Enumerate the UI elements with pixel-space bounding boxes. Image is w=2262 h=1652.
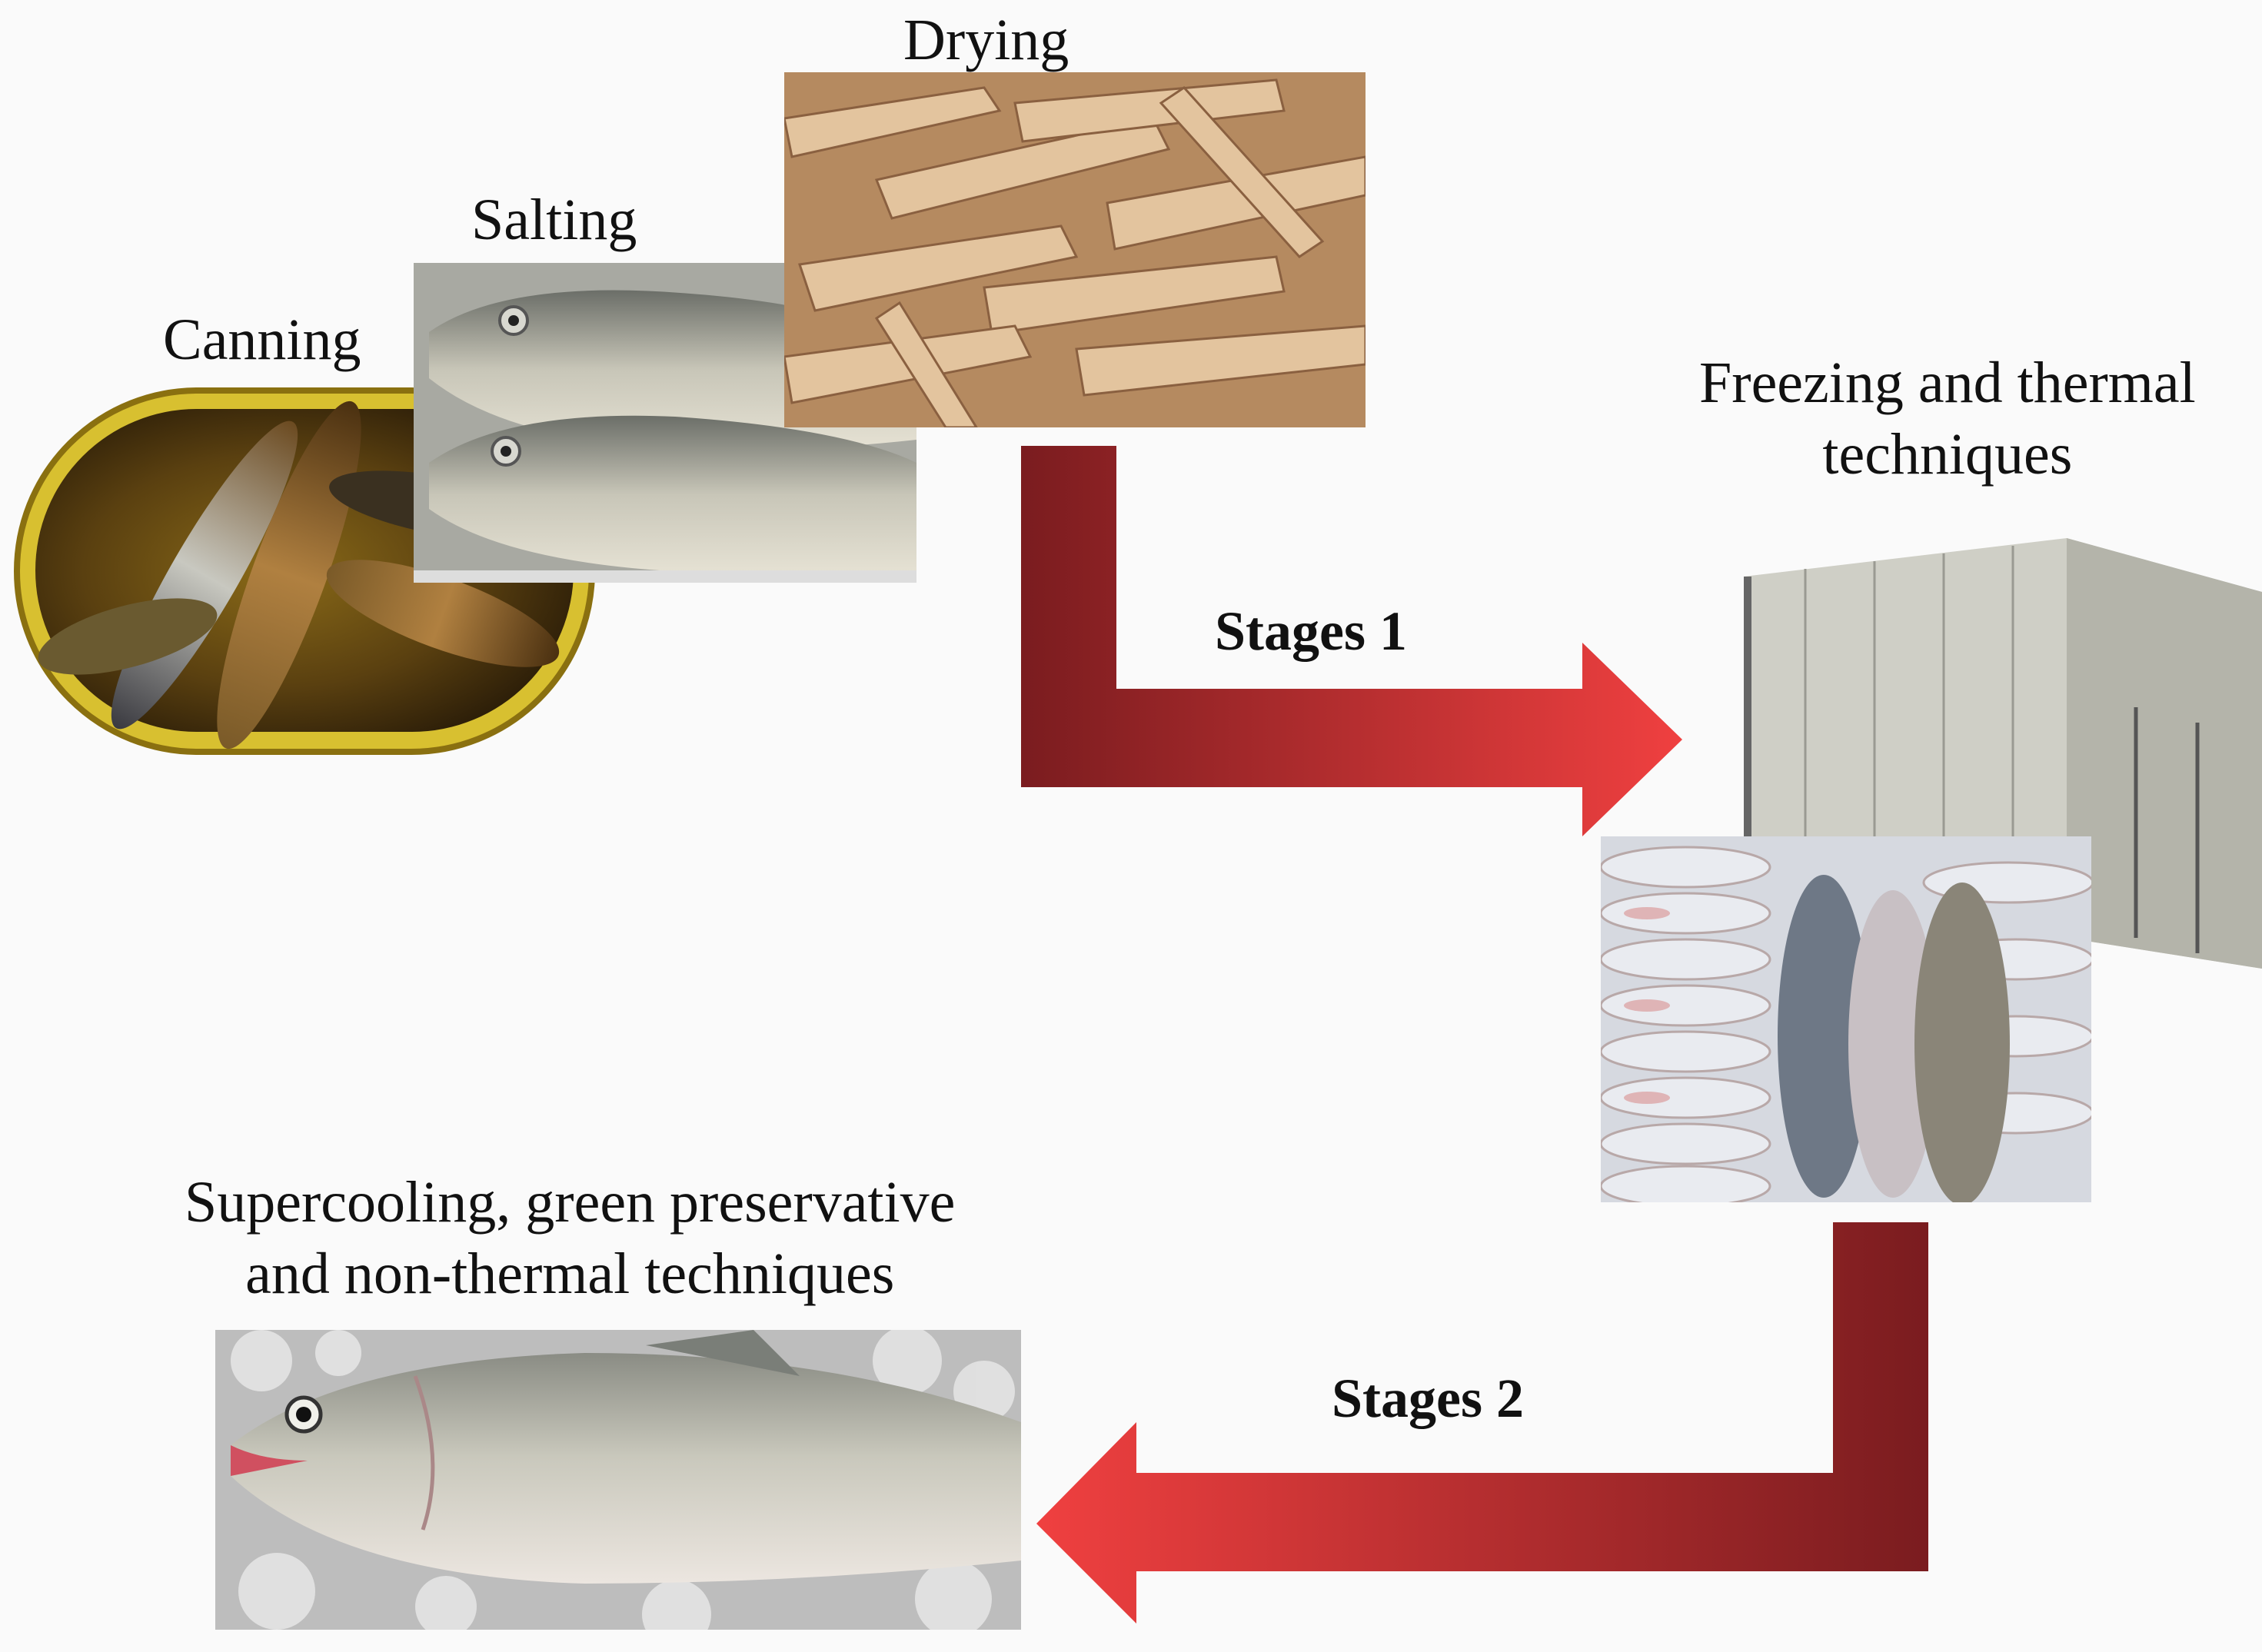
label-supercooling-line2: and non-thermal techniques bbox=[245, 1241, 895, 1306]
label-drying: Drying bbox=[903, 8, 1069, 72]
fresh-fish-photo bbox=[215, 1330, 1021, 1630]
stage2-label: Stages 2 bbox=[1332, 1368, 1524, 1429]
frozen-fish-photo bbox=[1601, 836, 2091, 1202]
stage1-arrow bbox=[1021, 446, 1682, 836]
label-canning: Canning bbox=[163, 307, 361, 372]
stage2-arrow bbox=[1036, 1222, 1928, 1624]
label-supercooling: Supercooling, green preservative and non… bbox=[185, 1167, 955, 1309]
stage1-label: Stages 1 bbox=[1215, 600, 1407, 662]
drying-photo bbox=[784, 72, 1366, 427]
label-freezing-line1: Freezing and thermal bbox=[1699, 351, 2196, 415]
label-freezing-line2: techniques bbox=[1822, 421, 2073, 487]
label-freezing: Freezing and thermal techniques bbox=[1699, 347, 2196, 490]
label-supercooling-line1: Supercooling, green preservative bbox=[185, 1170, 956, 1235]
label-salting: Salting bbox=[471, 188, 637, 252]
